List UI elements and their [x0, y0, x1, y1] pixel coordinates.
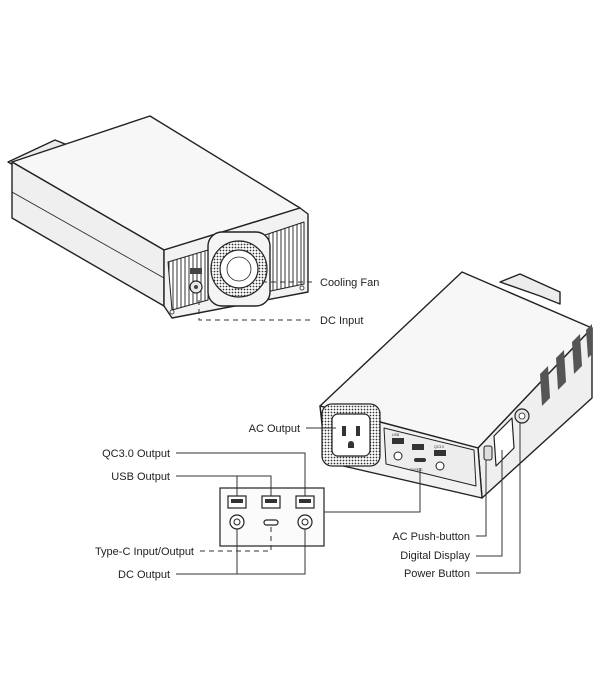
label-dc-input: DC Input: [320, 315, 363, 327]
closeup-dc-right: [297, 514, 313, 530]
closeup-dc-left: [229, 514, 245, 530]
device-front-side-vents: [540, 324, 592, 406]
label-ac-push-button: AC Push-button: [392, 531, 470, 543]
label-digital-display: Digital Display: [400, 550, 470, 562]
label-power-button: Power Button: [404, 568, 470, 580]
device-rear-vent-left: [167, 249, 209, 311]
leader-power-button: [476, 423, 521, 574]
label-typec-input-output: Type-C Input/Output: [95, 546, 194, 558]
front-qc-port: [412, 444, 424, 450]
front-dc-port-right: [435, 461, 445, 471]
device-front-view: [319, 271, 593, 499]
front-dc-port-left: [393, 451, 403, 461]
label-ac-output: AC Output: [249, 423, 300, 435]
front-usb-port-2: [434, 450, 446, 456]
ac-socket: [331, 413, 371, 457]
leader-digital-display: [476, 450, 503, 557]
leader-dc-input: [198, 300, 314, 321]
leader-lines: [176, 281, 521, 575]
fan-grill: [219, 249, 259, 289]
closeup-usb-left: [227, 495, 247, 509]
legend-typec: TYPE-C: [410, 468, 423, 472]
device-rear-view: [7, 115, 309, 319]
closeup-typec-port: [263, 519, 279, 526]
leader-usb-output-branch: [237, 475, 272, 496]
legend-qc: QC3.0: [434, 445, 444, 449]
label-dc-output: DC Output: [118, 569, 170, 581]
front-port-panel: [383, 427, 477, 487]
leader-dc-output: [176, 529, 306, 575]
leader-ac-push-button: [476, 460, 487, 537]
front-usb-port: [392, 438, 404, 444]
leader-closeup-link: [324, 468, 421, 513]
label-qc30-output: QC3.0 Output: [102, 448, 170, 460]
digital-display-panel: [493, 417, 515, 467]
closeup-usb-middle: [261, 495, 281, 509]
legend-usb: USB: [392, 433, 400, 437]
closeup-qc-port: [295, 495, 315, 509]
callout-labels: Cooling Fan DC Input AC Output QC3.0 Out…: [95, 277, 471, 581]
ac-push-button: [483, 445, 493, 461]
label-usb-output: USB Output: [111, 471, 170, 483]
port-panel-closeup: [219, 487, 325, 547]
leader-qc30-output: [176, 452, 306, 496]
device-front-handle: [499, 273, 561, 305]
device-port-legends: TYPE-C USB QC3.0: [392, 433, 444, 472]
front-typec-port: [414, 458, 426, 462]
label-cooling-fan: Cooling Fan: [320, 277, 379, 289]
